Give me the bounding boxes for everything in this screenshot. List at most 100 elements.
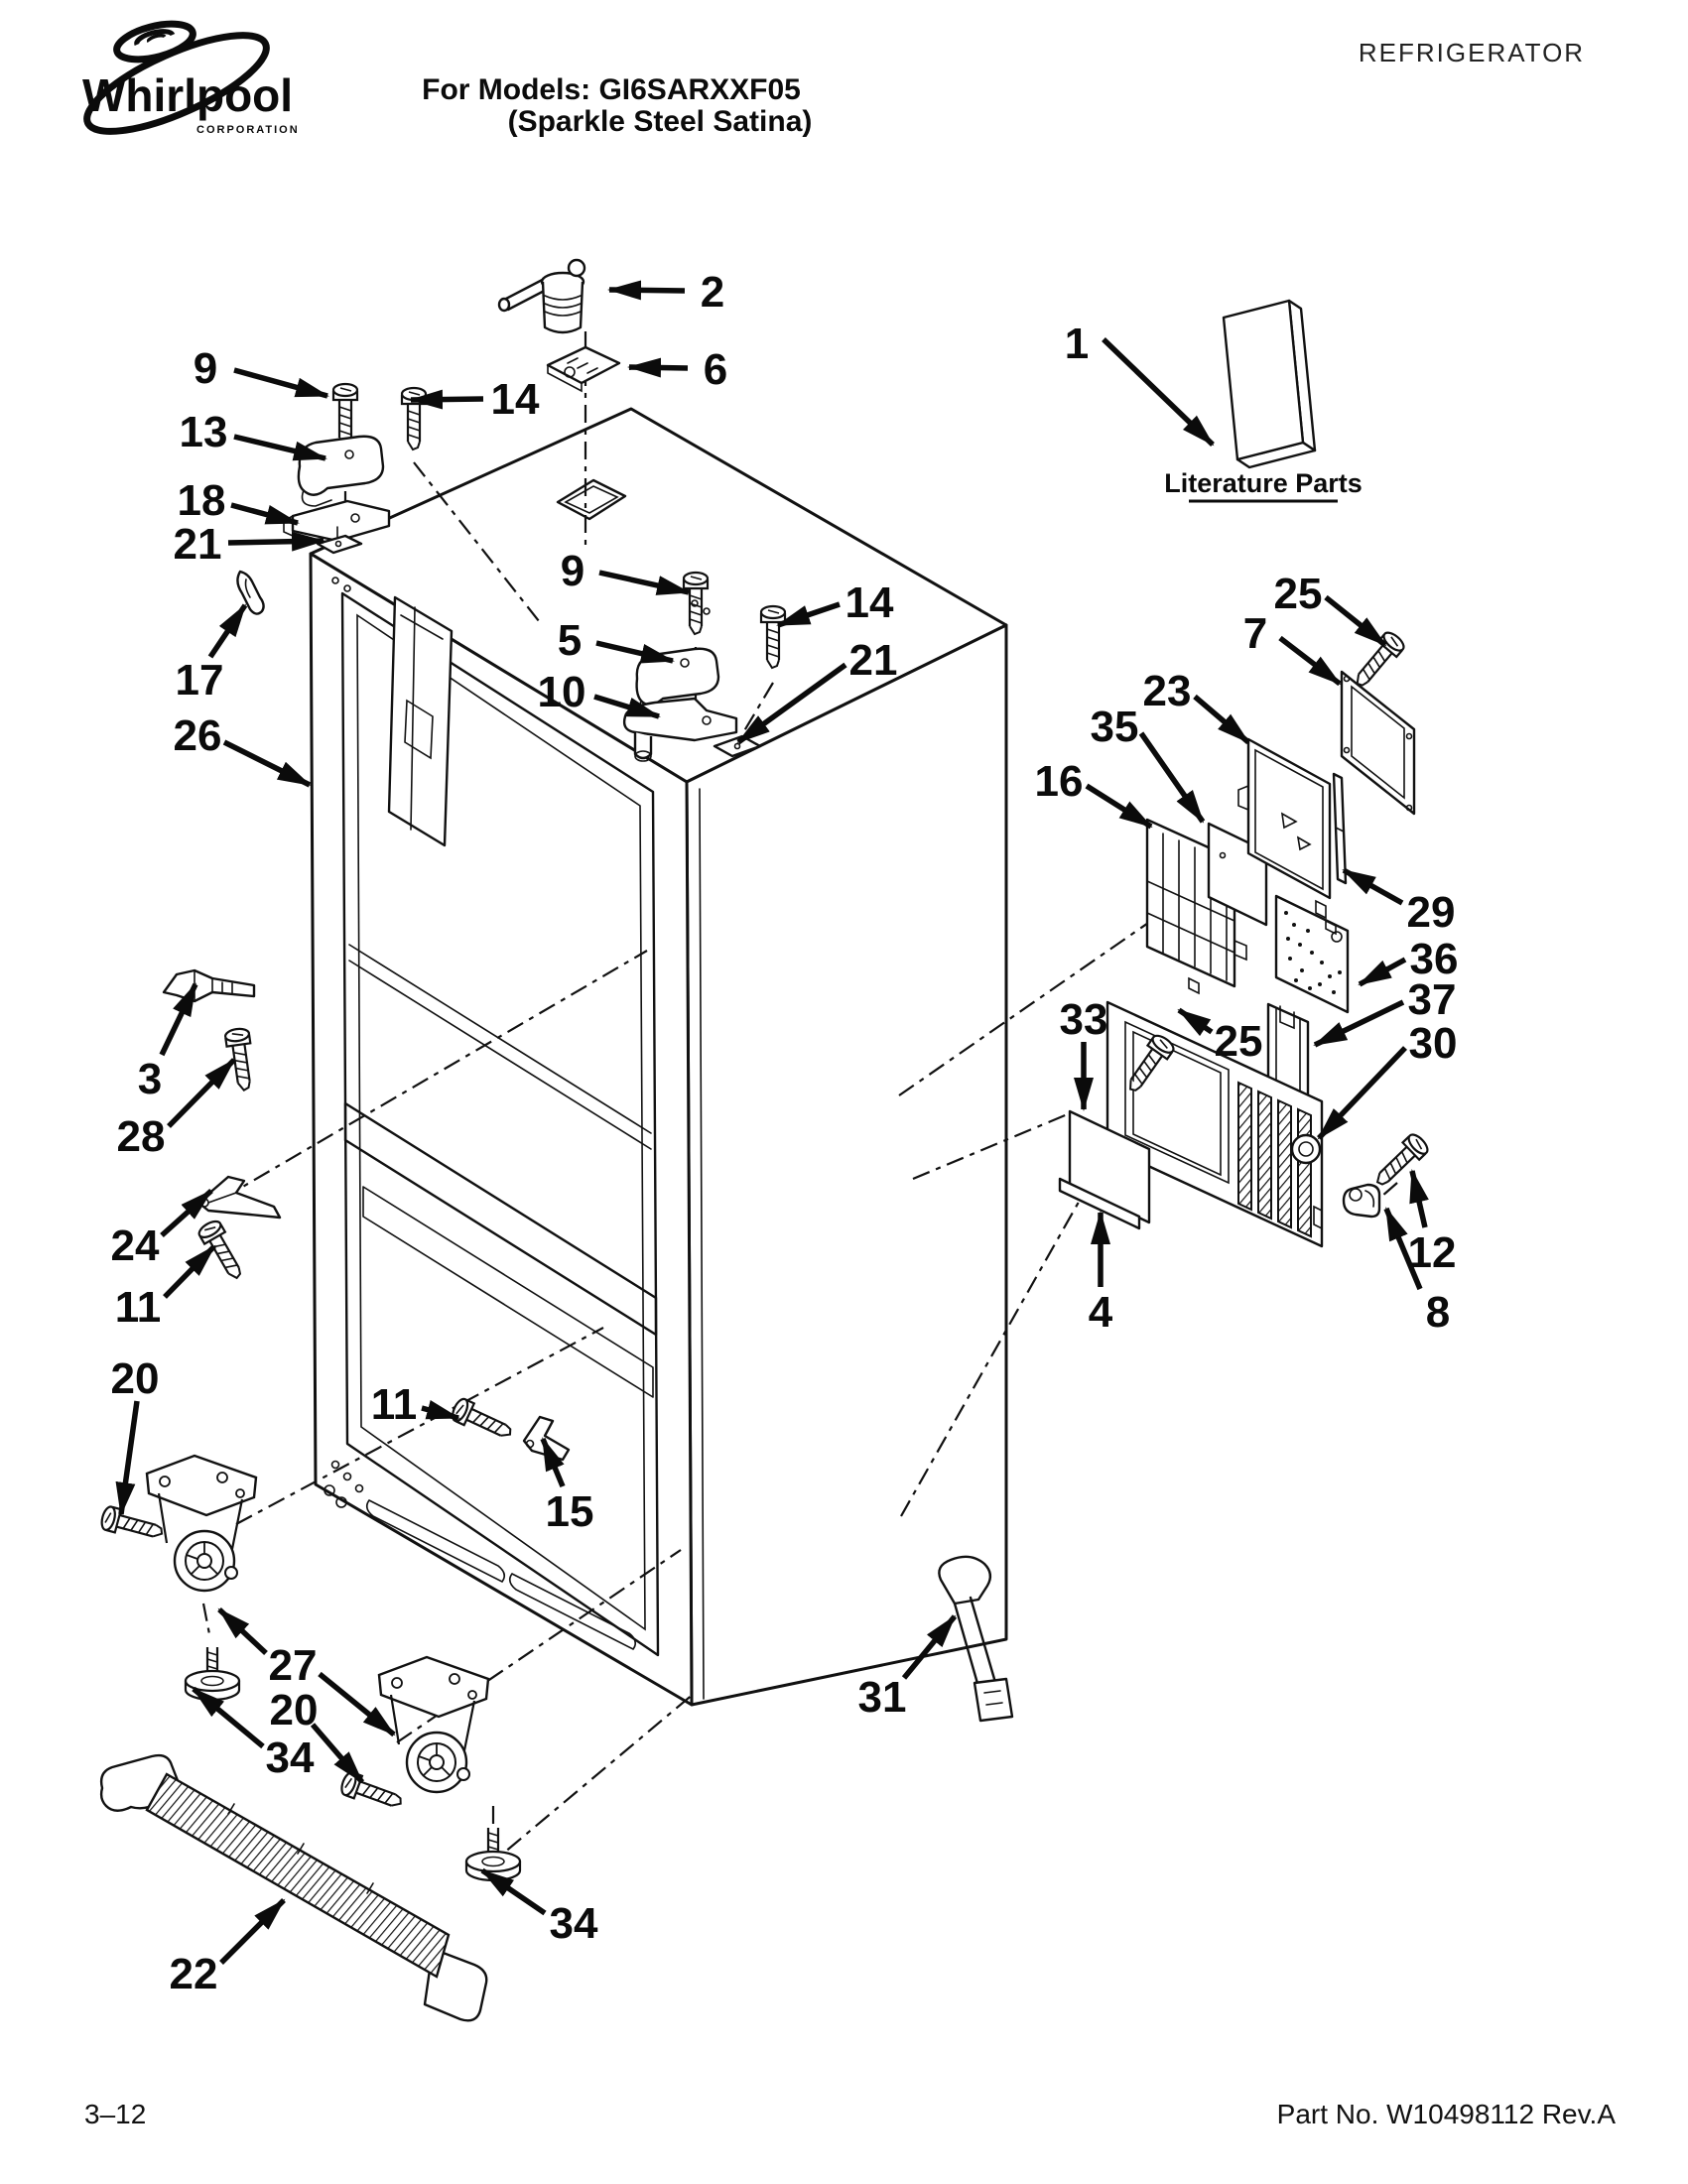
callout-20: 20 bbox=[111, 1354, 160, 1403]
callout-35: 35 bbox=[1091, 703, 1139, 751]
callout-arrow-18 bbox=[230, 502, 300, 526]
callout-16: 16 bbox=[1035, 757, 1084, 806]
part-23-cover-panel bbox=[1237, 737, 1332, 900]
callout-arrow-14 bbox=[409, 389, 484, 410]
callout-36: 36 bbox=[1410, 935, 1459, 983]
callout-9: 9 bbox=[561, 547, 584, 595]
part-27-roller-right bbox=[377, 1655, 490, 1794]
callout-34: 34 bbox=[550, 1899, 598, 1948]
callout-arrow-35 bbox=[1138, 731, 1206, 824]
callout-arrow-16 bbox=[1085, 783, 1153, 830]
callout-11: 11 bbox=[371, 1380, 418, 1429]
brand-logo: Whirlpool CORPORATION bbox=[82, 20, 300, 136]
callout-29: 29 bbox=[1407, 888, 1456, 937]
callout-arrow-14 bbox=[776, 601, 841, 628]
part-22-toe-grille bbox=[99, 1753, 488, 2022]
part-34-foot-right bbox=[464, 1826, 522, 1882]
callout-arrow-22 bbox=[219, 1898, 286, 1965]
part-11-screw-left bbox=[195, 1217, 249, 1285]
model-line1: For Models: GI6SARXXF05 bbox=[422, 73, 801, 106]
callout-2: 2 bbox=[701, 268, 724, 317]
part-33-panel bbox=[1068, 1109, 1151, 1224]
callout-arrow-30 bbox=[1317, 1046, 1407, 1140]
callout-18: 18 bbox=[178, 476, 226, 525]
part-6-tube-cover bbox=[546, 345, 621, 393]
callout-arrow-34 bbox=[192, 1686, 265, 1749]
part-3-bracket bbox=[162, 968, 256, 1003]
callout-8: 8 bbox=[1426, 1288, 1450, 1337]
callout-arrow-25 bbox=[1177, 1007, 1214, 1037]
literature-label: Literature Parts bbox=[1164, 468, 1363, 498]
callout-7: 7 bbox=[1243, 609, 1267, 658]
callout-11: 11 bbox=[115, 1283, 162, 1332]
part-24-clip bbox=[196, 1175, 282, 1220]
page-number: 3–12 bbox=[84, 2099, 146, 2129]
doc-type-label: REFRIGERATOR bbox=[1359, 38, 1585, 67]
callout-arrow-11 bbox=[163, 1244, 216, 1299]
part-29-strip bbox=[1332, 772, 1348, 885]
callout-arrow-20 bbox=[310, 1723, 365, 1784]
part-31-lever bbox=[938, 1555, 1014, 1723]
callout-26: 26 bbox=[174, 711, 222, 760]
part-17-clip bbox=[236, 570, 265, 615]
callout-28: 28 bbox=[117, 1112, 166, 1161]
callout-arrow-29 bbox=[1342, 867, 1404, 906]
callout-33: 33 bbox=[1060, 995, 1108, 1044]
callout-arrow-1 bbox=[1102, 337, 1215, 447]
callout-arrow-26 bbox=[222, 739, 312, 788]
callout-arrow-25 bbox=[1324, 594, 1387, 648]
callout-arrow-9 bbox=[598, 570, 691, 595]
callout-arrow-36 bbox=[1358, 957, 1407, 987]
callout-10: 10 bbox=[538, 668, 586, 716]
callout-1: 1 bbox=[1065, 320, 1089, 368]
callout-arrow-5 bbox=[595, 640, 675, 664]
callout-arrow-8 bbox=[1383, 1207, 1423, 1291]
callout-4: 4 bbox=[1089, 1288, 1113, 1337]
callout-31: 31 bbox=[858, 1673, 907, 1722]
callout-arrow-6 bbox=[627, 357, 689, 378]
callout-arrow-37 bbox=[1313, 999, 1405, 1048]
model-line2: (Sparkle Steel Satina) bbox=[508, 105, 813, 138]
callout-arrow-27 bbox=[318, 1671, 396, 1737]
callout-24: 24 bbox=[111, 1221, 160, 1270]
callout-arrow-28 bbox=[167, 1058, 236, 1128]
callout-14: 14 bbox=[491, 375, 540, 424]
callout-25: 25 bbox=[1215, 1017, 1263, 1066]
part-30-grille-assembly bbox=[1105, 1000, 1324, 1248]
part-12-screw bbox=[1368, 1130, 1432, 1193]
part-number-label: Part No. W10498112 Rev.A bbox=[1277, 2099, 1617, 2129]
part-2-water-inlet bbox=[497, 258, 586, 334]
callout-37: 37 bbox=[1408, 975, 1457, 1024]
callout-arrow-10 bbox=[593, 694, 661, 719]
part-28-screw bbox=[223, 1026, 258, 1093]
callout-15: 15 bbox=[546, 1487, 594, 1536]
brand-sub-label: CORPORATION bbox=[196, 124, 300, 136]
callout-17: 17 bbox=[176, 656, 224, 705]
callout-arrow-13 bbox=[233, 434, 327, 461]
part-1-literature-book bbox=[1222, 299, 1317, 469]
callout-arrow-20 bbox=[115, 1400, 140, 1516]
callout-arrow-17 bbox=[207, 603, 248, 659]
callout-27: 27 bbox=[269, 1641, 318, 1690]
part-20-screw-right bbox=[337, 1769, 407, 1816]
callout-21: 21 bbox=[174, 520, 222, 569]
callout-arrow-11 bbox=[421, 1399, 460, 1421]
callout-6: 6 bbox=[704, 345, 727, 394]
callout-arrow-34 bbox=[480, 1867, 547, 1916]
callout-arrow-21 bbox=[736, 662, 847, 745]
part-8-clamp bbox=[1342, 1183, 1381, 1219]
callout-arrow-24 bbox=[160, 1188, 213, 1238]
callout-arrow-3 bbox=[159, 982, 198, 1057]
callout-9: 9 bbox=[194, 344, 217, 393]
callout-arrow-12 bbox=[1409, 1169, 1429, 1228]
callout-25: 25 bbox=[1274, 570, 1323, 618]
callout-5: 5 bbox=[558, 616, 582, 665]
callout-arrow-31 bbox=[901, 1614, 958, 1680]
callout-layer: 1269141318211726951014213282411202720342… bbox=[111, 268, 1459, 1998]
part-4-strip bbox=[1058, 1177, 1141, 1230]
part-36-control-board bbox=[1274, 894, 1350, 1014]
callout-arrow-21 bbox=[227, 531, 325, 552]
cabinet-body bbox=[309, 407, 1008, 1707]
